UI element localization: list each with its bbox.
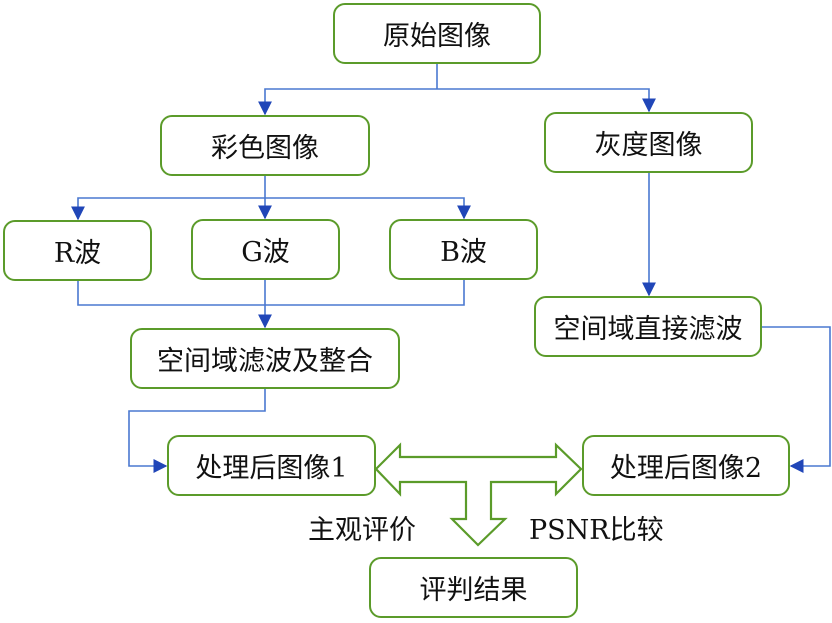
node-evaluation-result-label: 评判结果 [419, 575, 528, 606]
node-b-channel-label: B波 [440, 237, 487, 268]
node-evaluation-result: 评判结果 [369, 557, 578, 618]
edge-merge-to-processed1 [128, 389, 266, 473]
node-processed-image-1-label: 处理后图像1 [195, 453, 348, 484]
node-processed-image-2: 处理后图像2 [582, 435, 790, 496]
node-g-channel-label: G波 [241, 237, 290, 268]
node-color-image: 彩色图像 [160, 115, 370, 176]
node-spatial-filter-direct-label: 空间域直接滤波 [553, 314, 743, 345]
node-color-image-label: 彩色图像 [211, 133, 319, 164]
node-processed-image-2-label: 处理后图像2 [609, 453, 763, 484]
label-subjective-evaluation: 主观评价 [308, 515, 416, 546]
node-spatial-filter-merge: 空间域滤波及整合 [130, 328, 400, 389]
node-b-channel: B波 [389, 219, 538, 280]
node-r-channel-label: R波 [53, 238, 102, 269]
node-processed-image-1: 处理后图像1 [167, 435, 376, 496]
label-psnr-comparison: PSNR比较 [529, 515, 664, 546]
edge-color-to-b [265, 197, 471, 220]
node-r-channel: R波 [3, 220, 152, 281]
edge-r-to-merge [77, 281, 265, 306]
edge-color-to-r [71, 197, 265, 221]
edge-b-to-merge [265, 280, 465, 306]
node-original-image-label: 原始图像 [383, 21, 491, 52]
node-original-image: 原始图像 [333, 3, 541, 64]
node-spatial-filter-merge-label: 空间域滤波及整合 [157, 346, 373, 377]
node-gray-image: 灰度图像 [544, 112, 753, 173]
edge-original-to-color [258, 88, 437, 116]
node-gray-image-label: 灰度图像 [594, 130, 703, 161]
node-spatial-filter-direct: 空间域直接滤波 [534, 296, 762, 357]
edge-original-to-gray [437, 88, 656, 113]
comparison-block-arrow [374, 442, 583, 547]
edge-direct-to-processed2 [762, 326, 831, 473]
node-g-channel: G波 [191, 219, 340, 280]
